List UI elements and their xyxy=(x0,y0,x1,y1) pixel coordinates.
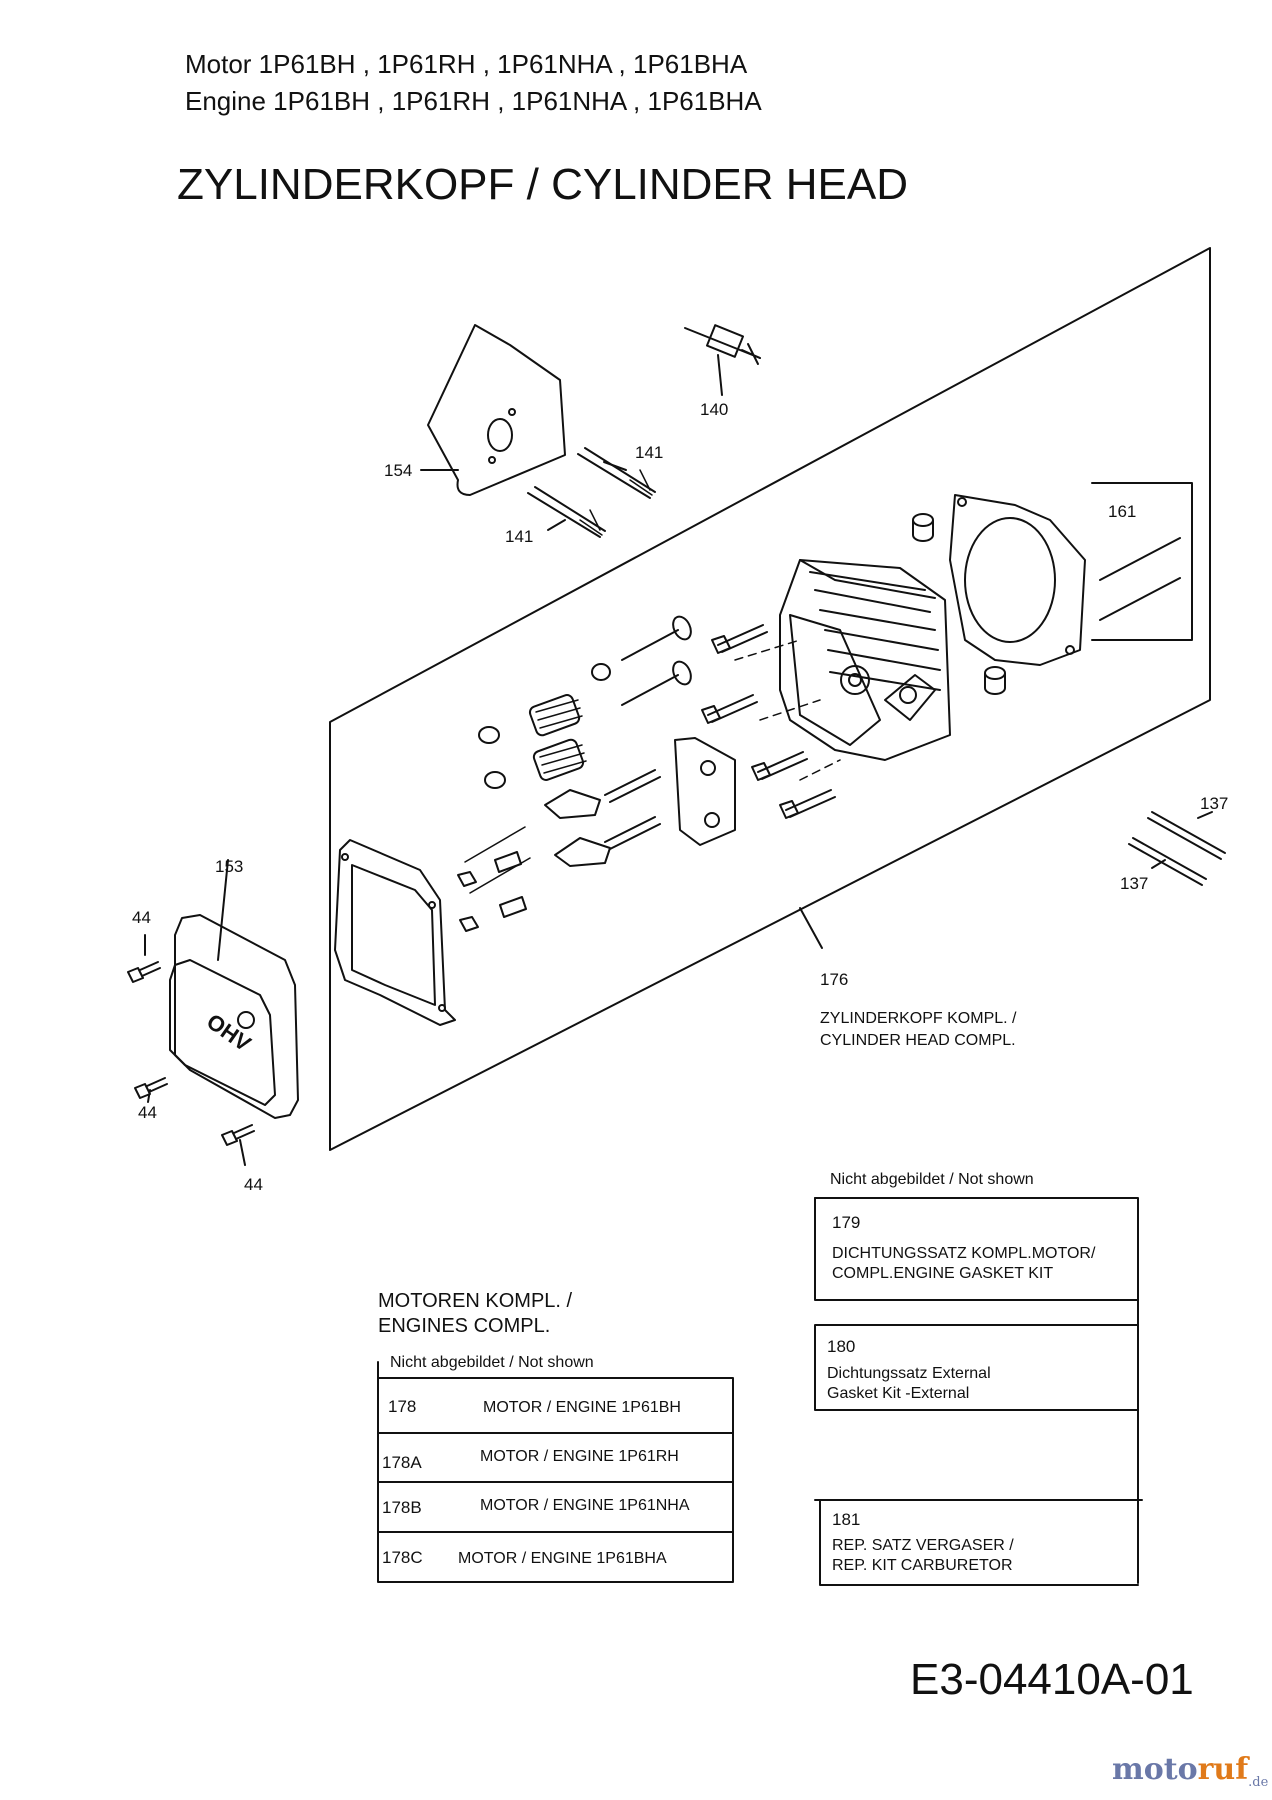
valve-spring-part xyxy=(528,694,583,737)
engines-title-de: MOTOREN KOMPL. / xyxy=(378,1290,573,1312)
valve-cover-gasket-part xyxy=(334,839,456,1026)
engine-row-desc: MOTOR / ENGINE 1P61RH xyxy=(480,1448,679,1465)
kit-desc: Gasket Kit -External xyxy=(827,1385,970,1402)
callout-153: 153 xyxy=(215,857,244,876)
callout-44: 44 xyxy=(138,1103,157,1122)
callout-137: 137 xyxy=(1120,874,1149,893)
callout-154: 154 xyxy=(384,461,413,480)
callout-141: 141 xyxy=(635,443,664,462)
valve-part xyxy=(621,660,692,706)
rocker-stud-part xyxy=(604,769,661,803)
head-gasket-part xyxy=(949,494,1086,666)
callout-44: 44 xyxy=(132,908,151,927)
spark-plug-part xyxy=(684,324,761,365)
stud-bolt-part xyxy=(577,447,656,499)
head-bolt-part xyxy=(711,624,768,654)
model-line-en: Engine 1P61BH , 1P61RH , 1P61NHA , 1P61B… xyxy=(185,86,762,116)
model-line-de: Motor 1P61BH , 1P61RH , 1P61NHA , 1P61BH… xyxy=(185,49,748,79)
engine-row-desc: MOTOR / ENGINE 1P61BH xyxy=(483,1399,681,1416)
cover-mark: OHV xyxy=(202,1009,256,1057)
part-161-box xyxy=(1091,482,1193,641)
valve-spring-part xyxy=(532,738,587,781)
engine-row-number: 178A xyxy=(382,1453,422,1472)
valve-cover-part xyxy=(169,914,299,1119)
kit-desc: Dichtungssatz External xyxy=(827,1365,991,1382)
stud-137-part xyxy=(1147,811,1226,860)
rocker-arm-part xyxy=(544,789,601,819)
callout-140: 140 xyxy=(700,400,729,419)
stud-137-part xyxy=(1128,837,1207,886)
callout-137: 137 xyxy=(1200,794,1229,813)
brand-logo: motoruf.de xyxy=(1112,1752,1269,1790)
callout-161: 161 xyxy=(1108,502,1137,521)
kit-desc: COMPL.ENGINE GASKET KIT xyxy=(832,1265,1054,1282)
kit-number: 180 xyxy=(827,1337,856,1356)
engine-row-number: 178C xyxy=(382,1548,423,1567)
cover-bolt-part xyxy=(134,1077,168,1099)
callout-141: 141 xyxy=(505,527,534,546)
not-shown-note: Nicht abgebildet / Not shown xyxy=(830,1171,1034,1188)
push-rod-part xyxy=(1099,577,1181,621)
kit-desc: DICHTUNGSSATZ KOMPL.MOTOR/ xyxy=(832,1245,1096,1262)
page-title: ZYLINDERKOPF / CYLINDER HEAD xyxy=(177,160,909,209)
nut-part xyxy=(459,916,479,932)
callout-44: 44 xyxy=(244,1175,263,1194)
kit-desc: REP. KIT CARBURETOR xyxy=(832,1557,1013,1574)
callout-176: 176 xyxy=(820,970,849,989)
engines-title-en: ENGINES COMPL. xyxy=(378,1315,551,1337)
dowel-pin-part xyxy=(984,666,1006,695)
heat-shield-part xyxy=(427,324,566,496)
kit-desc: REP. SATZ VERGASER / xyxy=(832,1537,1014,1554)
valve-part xyxy=(621,615,692,661)
engines-not-shown: Nicht abgebildet / Not shown xyxy=(390,1354,594,1371)
head-bolt-part xyxy=(751,751,808,781)
cover-bolt-part xyxy=(221,1124,255,1146)
rocker-stud-part xyxy=(604,816,661,850)
engine-row-number: 178 xyxy=(388,1397,417,1416)
document-code: E3-04410A-01 xyxy=(910,1655,1194,1704)
assembly-note-de: ZYLINDERKOPF KOMPL. / xyxy=(820,1010,1017,1027)
kit-number: 179 xyxy=(832,1213,861,1232)
engine-row-desc: MOTOR / ENGINE 1P61NHA xyxy=(480,1497,690,1514)
push-rod-part xyxy=(1099,537,1181,581)
kit-number: 181 xyxy=(832,1510,861,1529)
valve-seal-part xyxy=(591,663,611,681)
cylinder-head-part xyxy=(779,559,951,761)
nut-part xyxy=(457,871,477,887)
retainer-part xyxy=(484,771,506,789)
stud-bolt-part xyxy=(527,486,606,538)
retainer-part xyxy=(478,726,500,744)
head-bolt-part xyxy=(779,789,836,819)
engine-row-desc: MOTOR / ENGINE 1P61BHA xyxy=(458,1550,667,1567)
head-bolt-part xyxy=(701,694,758,724)
cover-bolt-part xyxy=(127,961,161,983)
engine-row-number: 178B xyxy=(382,1498,422,1517)
assembly-frame xyxy=(329,247,1211,1151)
assembly-note-en: CYLINDER HEAD COMPL. xyxy=(820,1032,1016,1049)
guide-plate-part xyxy=(674,737,736,846)
rocker-arm-part xyxy=(554,837,611,867)
dowel-pin-part xyxy=(912,513,934,542)
